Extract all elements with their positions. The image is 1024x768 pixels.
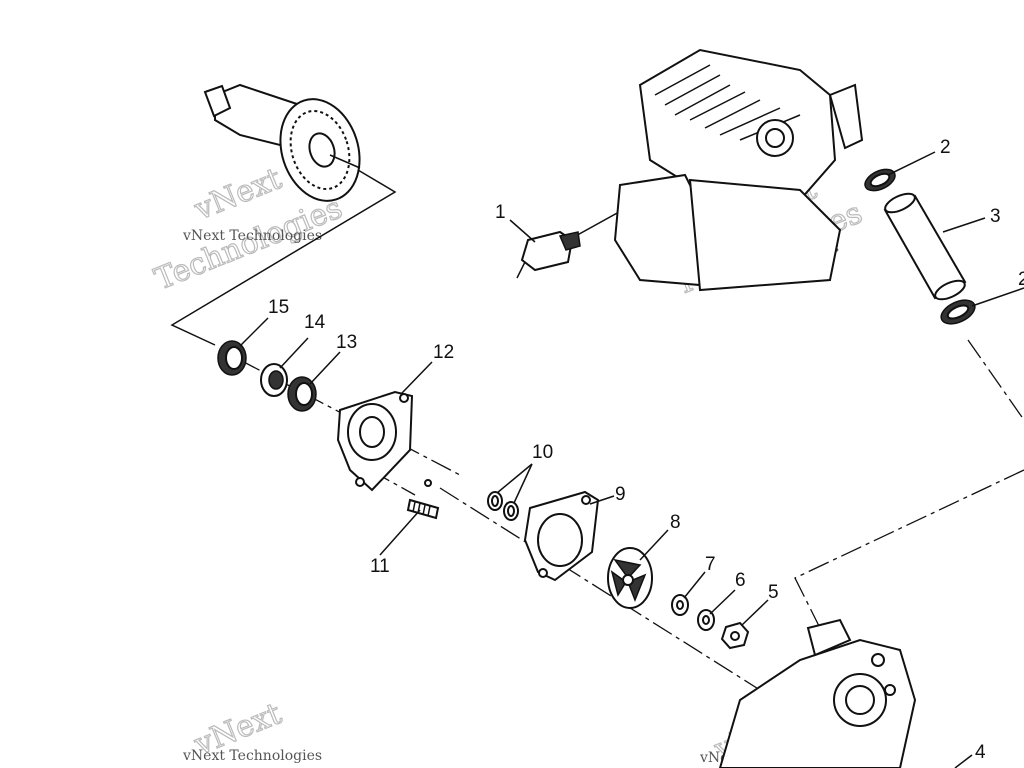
part-10-o-rings — [487, 491, 519, 521]
part-8-impeller — [607, 547, 653, 609]
callout-12: 12 — [433, 342, 454, 363]
part-7-washer — [671, 594, 689, 616]
part-3-hose — [883, 192, 967, 301]
callout-numbers: 1 2 3 2 4 5 6 7 8 9 10 11 12 13 14 15 — [268, 137, 1024, 763]
leader-lines — [239, 151, 1024, 768]
cylinder-head — [613, 48, 864, 292]
callout-3: 3 — [990, 206, 1001, 227]
part-9-gasket — [523, 490, 600, 582]
part-6-lock-washer — [697, 609, 715, 631]
part-2-hose-clamp-lower — [940, 299, 976, 325]
callout-4: 4 — [975, 742, 986, 763]
callout-14: 14 — [304, 312, 326, 333]
callout-2: 2 — [940, 137, 951, 158]
part-5-nut — [720, 621, 750, 650]
crankcase — [718, 618, 917, 768]
callout-6: 6 — [735, 570, 746, 591]
callout-2-lower: 2 — [1018, 269, 1024, 290]
callout-5: 5 — [768, 582, 779, 603]
callout-15: 15 — [268, 297, 289, 318]
part-1-temperature-sensor — [516, 230, 581, 279]
callout-10: 10 — [532, 442, 553, 463]
part-15-bearing — [217, 340, 247, 376]
part-12-pump-housing — [336, 390, 432, 492]
part-14-oil-seal — [260, 363, 288, 397]
part-11-stud — [406, 498, 440, 520]
watermark-text: vNext Technologies — [182, 228, 322, 244]
callout-9: 9 — [615, 484, 626, 505]
part-13-bearing — [287, 376, 317, 412]
callout-11: 11 — [370, 556, 390, 577]
callout-8: 8 — [670, 512, 681, 533]
watermark-text: vNext Technologies — [182, 748, 322, 764]
part-2-hose-clamp — [864, 168, 896, 192]
callout-1: 1 — [495, 202, 506, 223]
callout-13: 13 — [336, 332, 357, 353]
watermark-bottom-left: vNext vNext Technologies — [182, 696, 322, 764]
callout-7: 7 — [705, 554, 716, 575]
gear-shaft-assembly — [203, 83, 361, 202]
